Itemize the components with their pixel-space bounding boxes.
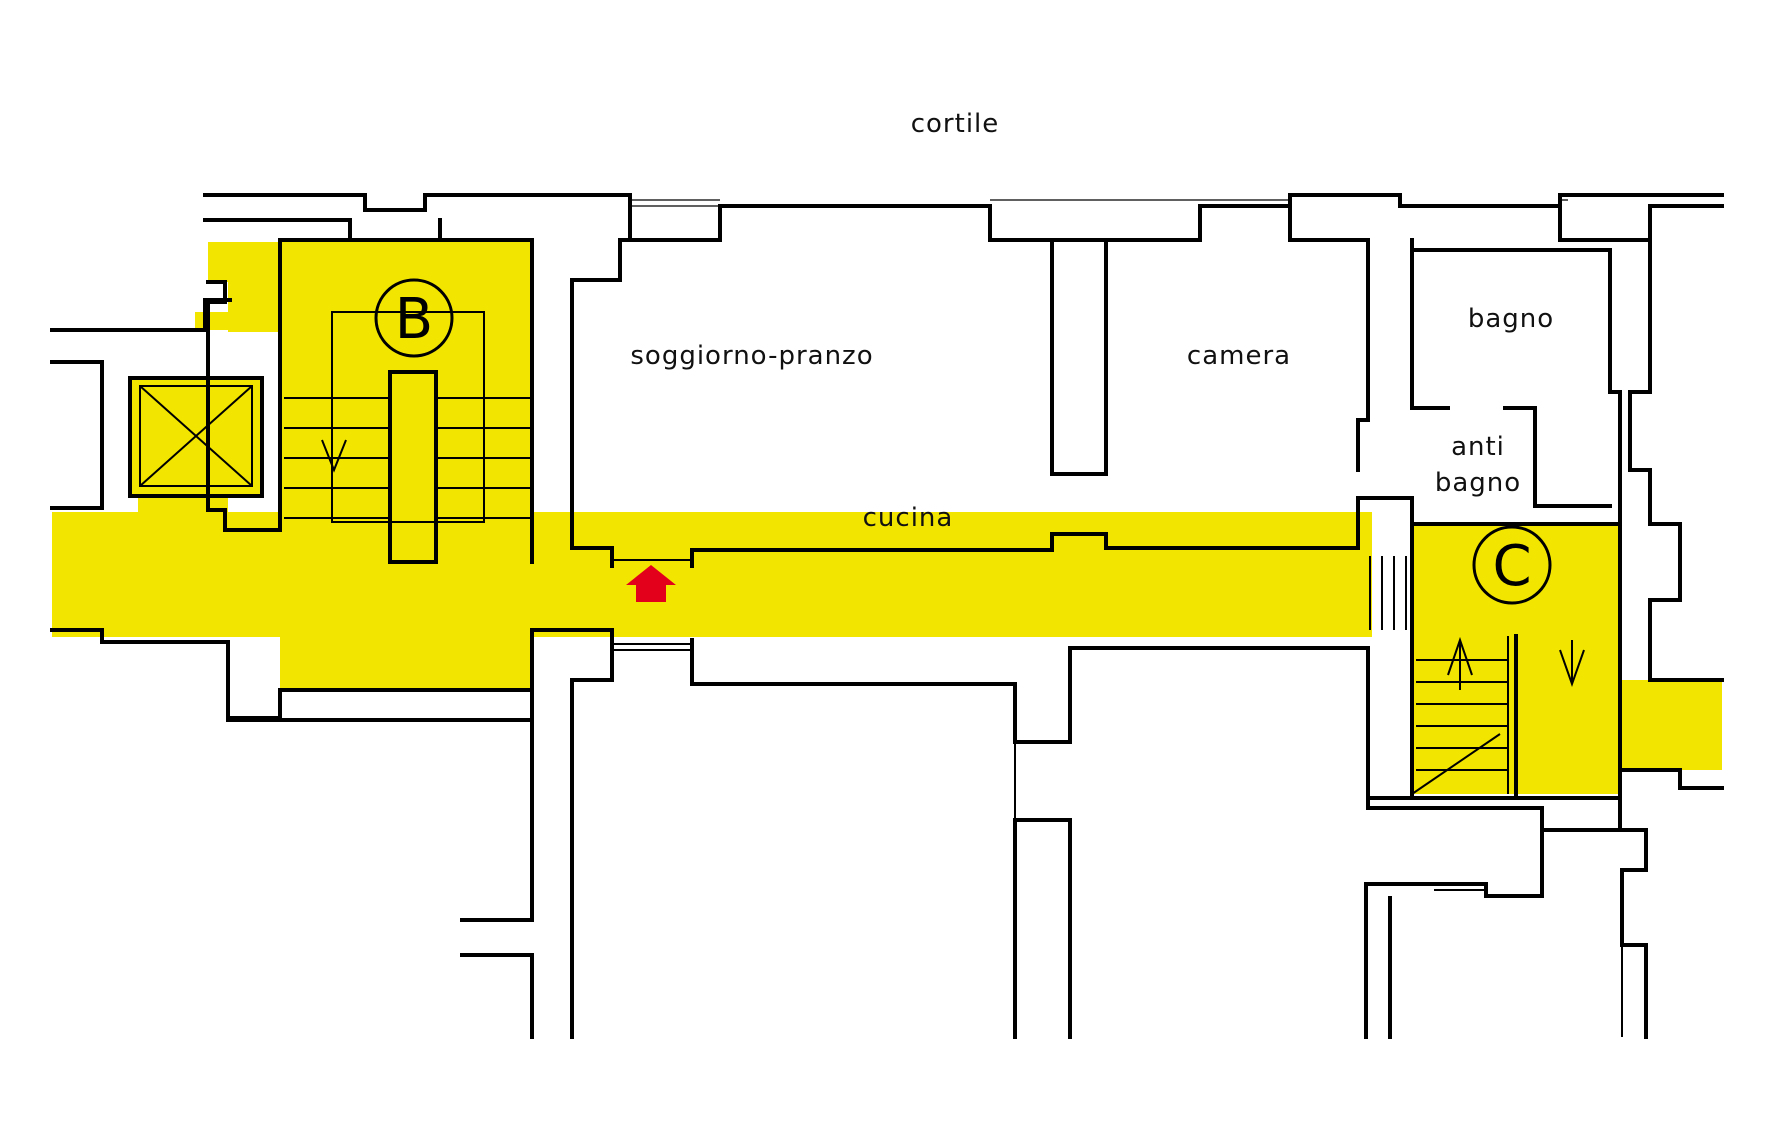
elevator-icon <box>139 385 253 487</box>
label-antebath-1: anti <box>1451 432 1505 462</box>
staircase-b-marker: B <box>374 278 454 358</box>
staircase-c <box>1411 634 1585 796</box>
label-kitchen: cucina <box>863 503 954 533</box>
staircase-c-letter: C <box>1492 534 1531 599</box>
staircase-c-marker: C <box>1472 525 1552 605</box>
staircase-b-letter: B <box>395 287 433 352</box>
label-antebath-2: bagno <box>1435 468 1521 498</box>
label-bedroom: camera <box>1187 341 1291 371</box>
label-courtyard: cortile <box>911 109 1000 139</box>
walls <box>50 193 1724 1039</box>
label-living-dining: soggiorno-pranzo <box>630 341 873 371</box>
label-bathroom: bagno <box>1468 304 1554 334</box>
staircase-b <box>284 311 532 564</box>
entrance-arrow-icon <box>626 565 676 602</box>
